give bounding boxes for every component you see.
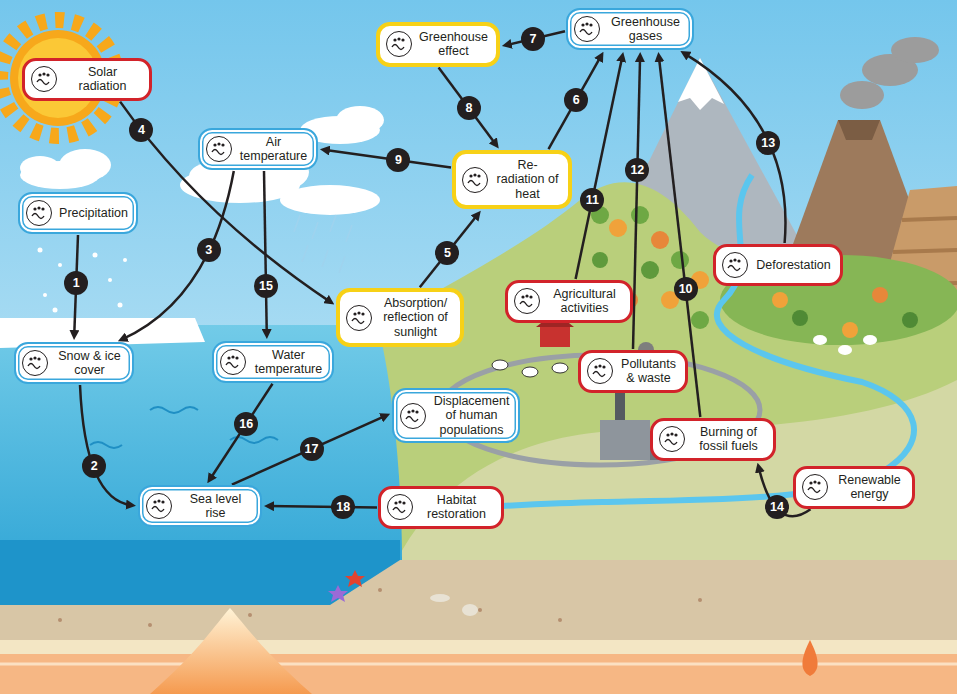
connector-arrow xyxy=(122,171,234,340)
node-label: Re-radiation of heat xyxy=(494,158,561,201)
callout-number: 12 xyxy=(625,158,649,182)
callout-number: 2 xyxy=(82,454,106,478)
connector-arrow xyxy=(120,102,331,303)
callout-number: 14 xyxy=(765,495,789,519)
callout-number: 13 xyxy=(756,131,780,155)
node-label: Absorption/ reflection of sunlight xyxy=(378,296,453,339)
node-box: Greenhouse effect xyxy=(376,22,500,67)
node-label: Greenhouse gases xyxy=(606,15,685,44)
connector-arrow xyxy=(264,171,267,335)
callout-number: 11 xyxy=(580,188,604,212)
node-icon xyxy=(387,494,413,520)
node-box: Snow & ice cover xyxy=(14,342,134,384)
node-icon xyxy=(462,167,488,193)
node-box: Agricultural activities xyxy=(505,280,633,323)
connector-arrow xyxy=(549,55,602,149)
node-box: Habitat restoration xyxy=(378,486,504,529)
node-box: Precipitation xyxy=(18,192,138,234)
node-label: Agricultural activities xyxy=(546,287,623,316)
node-icon xyxy=(206,136,232,162)
callout-number: 8 xyxy=(457,96,481,120)
node-box: Pollutants & waste xyxy=(578,350,688,393)
node-icon xyxy=(26,200,52,226)
node-label: Habitat restoration xyxy=(419,493,494,522)
node-label: Renewable energy xyxy=(834,473,905,502)
node-label: Sea level rise xyxy=(178,492,253,521)
node-box: Water temperature xyxy=(212,341,334,383)
node-label: Pollutants & waste xyxy=(619,357,678,386)
callout-number: 9 xyxy=(386,148,410,172)
callout-number: 10 xyxy=(674,277,698,301)
callout-number: 4 xyxy=(129,118,153,142)
node-label: Greenhouse effect xyxy=(418,30,489,59)
node-icon xyxy=(659,426,685,452)
node-box: Burning of fossil fuels xyxy=(650,418,776,461)
node-label: Air temperature xyxy=(238,135,309,164)
node-label: Solar radiation xyxy=(63,65,142,94)
connector-arrow xyxy=(633,56,640,349)
node-icon xyxy=(22,350,48,376)
node-label: Burning of fossil fuels xyxy=(691,425,766,454)
node-icon xyxy=(346,305,372,331)
node-box: Absorption/ reflection of sunlight xyxy=(336,288,464,347)
connector-arrow xyxy=(420,214,479,287)
callout-number: 17 xyxy=(300,437,324,461)
node-icon xyxy=(587,358,613,384)
node-icon xyxy=(514,288,540,314)
connector-arrow xyxy=(684,53,786,243)
callout-number: 3 xyxy=(197,238,221,262)
node-box: Displacement of human populations xyxy=(392,388,520,443)
node-box: Re-radiation of heat xyxy=(452,150,572,209)
node-box: Greenhouse gases xyxy=(566,8,694,50)
node-icon xyxy=(220,349,246,375)
node-box: Solar radiation xyxy=(22,58,152,101)
node-icon xyxy=(386,31,412,57)
node-box: Air temperature xyxy=(198,128,318,170)
node-icon xyxy=(400,403,426,429)
node-label: Water temperature xyxy=(252,348,325,377)
node-box: Renewable energy xyxy=(793,466,915,509)
node-label: Precipitation xyxy=(58,206,129,220)
node-label: Snow & ice cover xyxy=(54,349,125,378)
node-label: Deforestation xyxy=(754,258,833,272)
callout-number: 16 xyxy=(234,412,258,436)
connector-arrow xyxy=(439,68,497,146)
callout-number: 18 xyxy=(331,495,355,519)
node-icon xyxy=(722,252,748,278)
callout-number: 6 xyxy=(564,88,588,112)
node-box: Deforestation xyxy=(713,244,843,286)
callout-number: 1 xyxy=(64,271,88,295)
callout-number: 7 xyxy=(521,27,545,51)
connector-arrow xyxy=(210,384,273,480)
callout-number: 15 xyxy=(254,274,278,298)
node-icon xyxy=(146,493,172,519)
node-icon xyxy=(574,16,600,42)
connector-arrow xyxy=(80,385,132,505)
node-box: Sea level rise xyxy=(138,485,262,527)
callout-number: 5 xyxy=(435,241,459,265)
node-icon xyxy=(802,474,828,500)
connector-arrow xyxy=(268,506,377,507)
node-icon xyxy=(31,66,57,92)
node-label: Displacement of human populations xyxy=(432,394,511,437)
